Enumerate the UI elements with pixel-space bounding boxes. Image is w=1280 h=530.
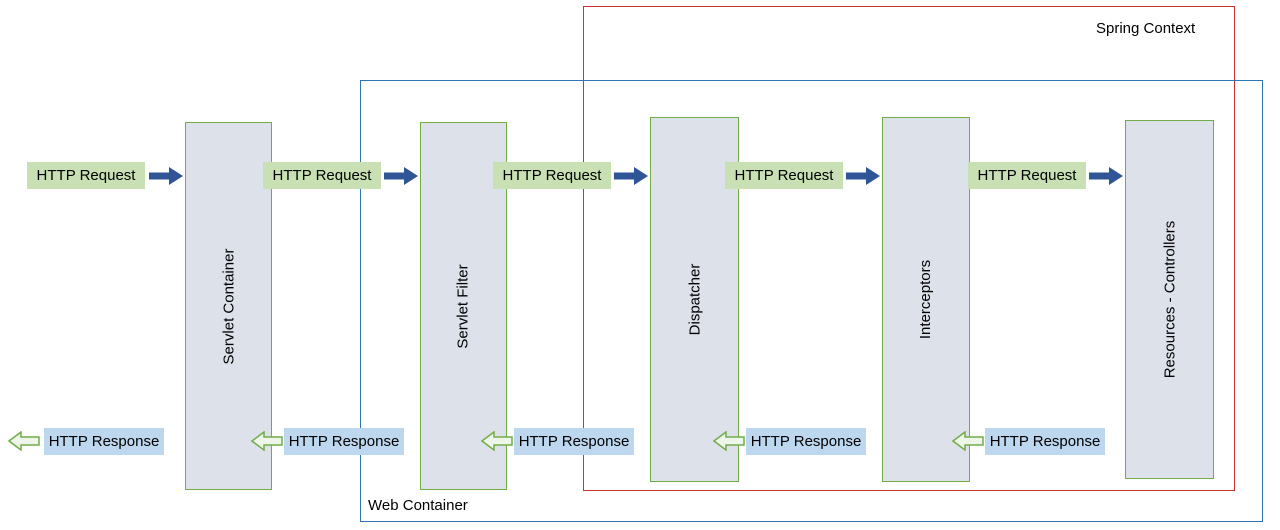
- response-arrow-icon-3: [481, 431, 513, 451]
- request-arrow-icon-2: [384, 167, 418, 185]
- box-servlet-container: Servlet Container: [185, 122, 272, 490]
- box-dispatcher: Dispatcher: [650, 117, 739, 482]
- response-arrow-icon-5: [952, 431, 984, 451]
- response-arrow-icon-1: [8, 431, 40, 451]
- http-request-label-1: HTTP Request: [27, 162, 145, 189]
- response-arrow-icon-4: [713, 431, 745, 451]
- request-arrow-icon-3: [614, 167, 648, 185]
- http-request-label-2: HTTP Request: [263, 162, 381, 189]
- box-interceptors-label: Interceptors: [917, 259, 935, 340]
- request-arrow-icon-1: [149, 167, 183, 185]
- box-servlet-filter: Servlet Filter: [420, 122, 507, 490]
- request-arrow-icon-5: [1089, 167, 1123, 185]
- http-request-label-4: HTTP Request: [725, 162, 843, 189]
- spring-context-label: Spring Context: [1096, 20, 1196, 37]
- spring-context-boundary: [583, 6, 1235, 491]
- web-container-boundary: [360, 80, 1263, 522]
- http-response-label-1: HTTP Response: [44, 428, 164, 455]
- box-resources-controllers: Resources - Controllers: [1125, 120, 1214, 479]
- http-response-label-2: HTTP Response: [284, 428, 404, 455]
- box-dispatcher-label: Dispatcher: [685, 263, 703, 336]
- request-arrow-icon-4: [846, 167, 880, 185]
- http-request-label-3: HTTP Request: [493, 162, 611, 189]
- http-request-label-5: HTTP Request: [968, 162, 1086, 189]
- box-servlet-filter-label: Servlet Filter: [455, 263, 472, 349]
- box-resources-controllers-label: Resources - Controllers: [1161, 220, 1178, 379]
- http-response-label-4: HTTP Response: [746, 428, 866, 455]
- web-container-label: Web Container: [368, 497, 468, 514]
- response-arrow-icon-2: [251, 431, 283, 451]
- http-response-label-5: HTTP Response: [985, 428, 1105, 455]
- http-response-label-3: HTTP Response: [514, 428, 634, 455]
- box-interceptors: Interceptors: [882, 117, 970, 482]
- box-servlet-container-label: Servlet Container: [220, 248, 237, 364]
